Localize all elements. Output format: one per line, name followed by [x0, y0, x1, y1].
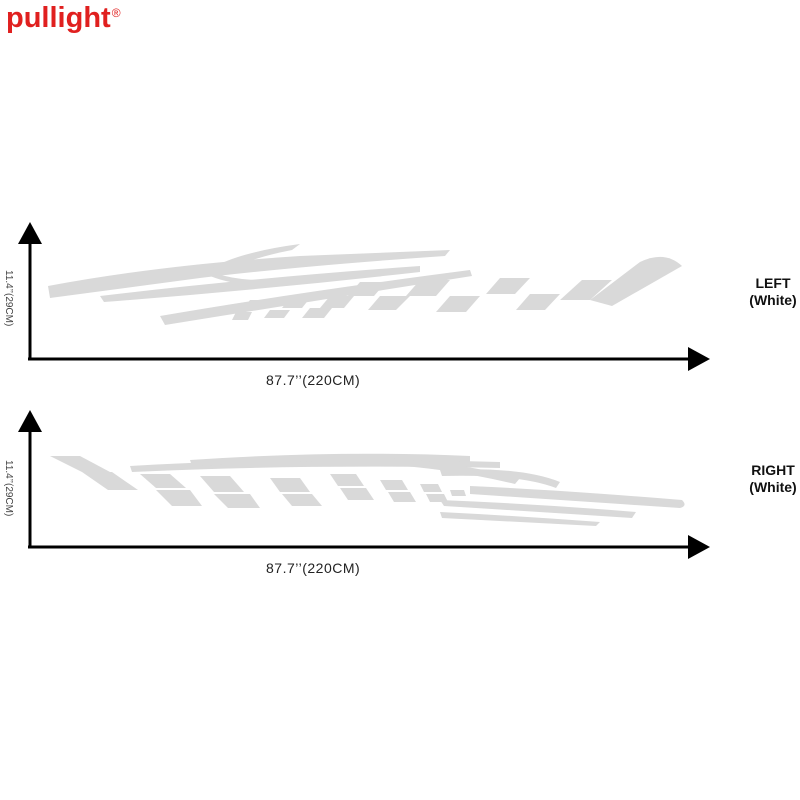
side-name: LEFT	[755, 275, 791, 291]
left-dimension-axes	[18, 222, 710, 371]
color-name: (White)	[749, 479, 797, 495]
registered-mark: ®	[111, 6, 121, 20]
right-dimension-axes	[18, 410, 710, 559]
width-dimension-label: 87.7’’(220CM)	[266, 560, 361, 576]
brand-logo: pullight®	[6, 2, 121, 35]
side-name: RIGHT	[751, 462, 795, 478]
brand-name: pullight	[6, 2, 111, 34]
right-decal-graphic	[50, 453, 685, 526]
left-decal-graphic	[48, 244, 682, 325]
right-checker-flag	[50, 453, 685, 526]
up-arrow-icon	[18, 222, 42, 244]
up-arrow-icon	[18, 410, 42, 432]
height-dimension-label: 11.4’’(29CM)	[3, 270, 14, 327]
left-decal-panel: 11.4’’(29CM) 87.7’’(220CM) LEFT (White)	[3, 222, 800, 388]
height-dimension-label: 11.4’’(29CM)	[3, 460, 14, 517]
left-checker-flag	[48, 244, 682, 325]
right-arrow-icon	[688, 347, 710, 371]
left-side-label: LEFT (White)	[740, 275, 800, 309]
color-name: (White)	[749, 292, 797, 308]
right-arrow-icon	[688, 535, 710, 559]
width-dimension-label: 87.7’’(220CM)	[266, 372, 361, 388]
right-decal-panel: 11.4’’(29CM) 87.7’’(220CM) RIGHT (White)	[0, 400, 800, 800]
right-side-label: RIGHT (White)	[740, 462, 800, 496]
